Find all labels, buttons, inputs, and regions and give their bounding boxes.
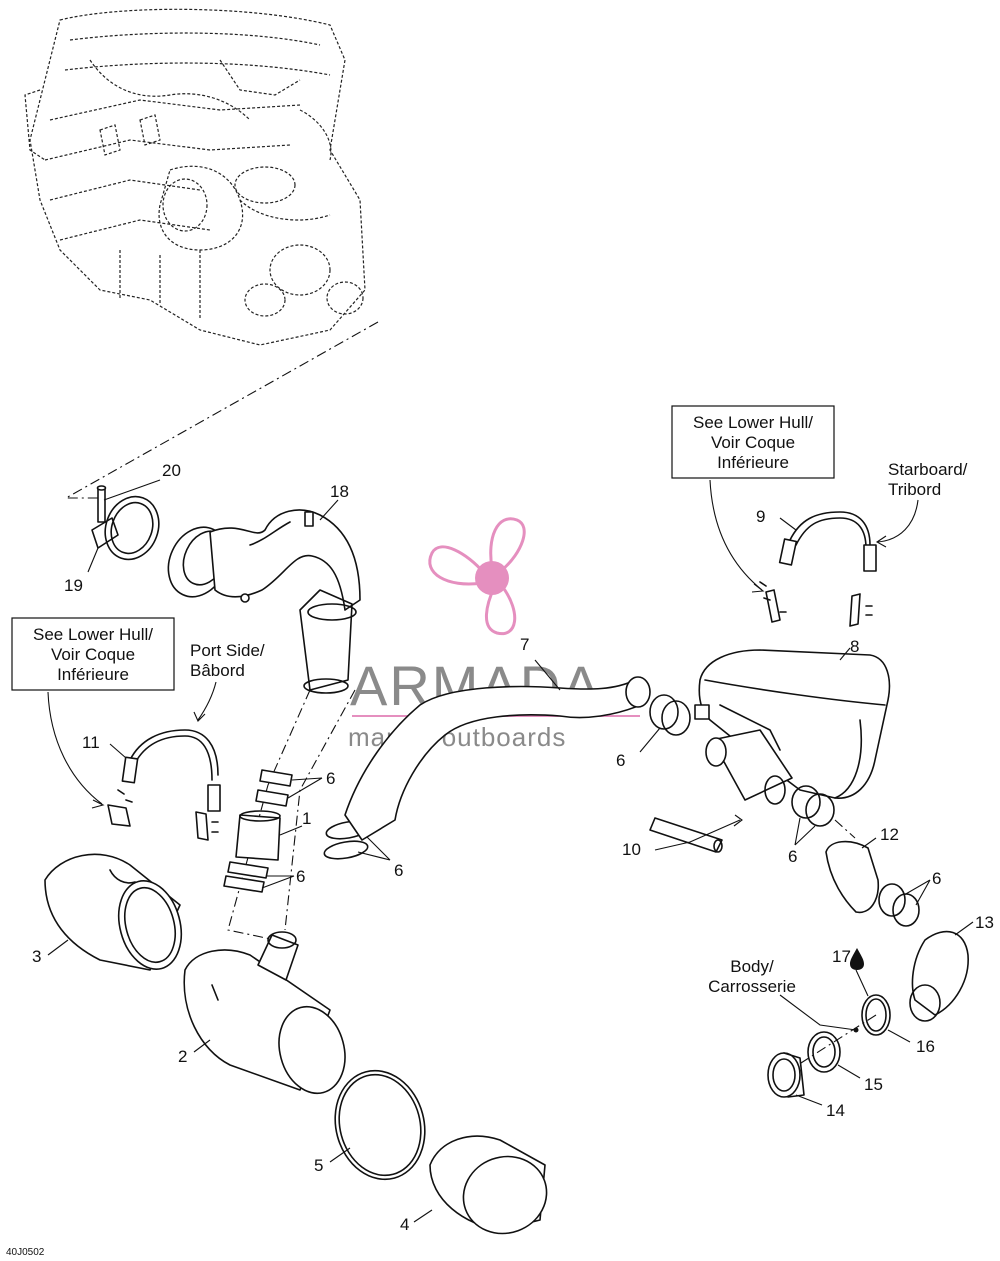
part-11-strap: 11	[82, 729, 221, 812]
callout-12: 12	[880, 825, 899, 844]
callout-6c: 6	[394, 861, 403, 880]
part-8-water-box: 8	[694, 637, 891, 799]
callout-9: 9	[756, 507, 765, 526]
part-17-sealant: 17	[832, 947, 869, 997]
part-16-ring: 16	[861, 994, 935, 1056]
callout-19: 19	[64, 576, 83, 595]
callout-6f: 6	[932, 869, 941, 888]
part-3-cover: 3	[32, 853, 183, 971]
part-18-exhaust-pipe: 18	[167, 482, 361, 694]
svg-text:Bâbord: Bâbord	[190, 661, 245, 680]
callout-4: 4	[400, 1215, 409, 1234]
axis-line-right	[284, 689, 356, 931]
svg-text:Voir Coque: Voir Coque	[711, 433, 795, 452]
callout-18: 18	[330, 482, 349, 501]
part-4-end-cap: 4	[400, 1135, 548, 1235]
engine-illustration	[24, 8, 366, 346]
part-6-clamps-upper: 6	[255, 769, 335, 807]
svg-text:Starboard/: Starboard/	[888, 460, 968, 479]
svg-text:Body/: Body/	[730, 957, 774, 976]
callout-11: 11	[82, 733, 100, 752]
callout-7: 7	[520, 635, 529, 654]
callout-2: 2	[178, 1047, 187, 1066]
label-body: Body/ Carrosserie	[708, 957, 859, 1033]
note-lower-hull-left: See Lower Hull/ Voir Coque Inférieure	[11, 617, 175, 809]
label-port-side: Port Side/ Bâbord	[190, 641, 265, 722]
svg-text:Tribord: Tribord	[888, 480, 941, 499]
part-12-elbow: 12	[825, 819, 899, 914]
part-5-band-clamp: 5	[314, 1069, 426, 1181]
diagram-code: 40J0502	[6, 1247, 45, 1258]
engine-reference-line	[63, 321, 379, 499]
callout-6e: 6	[788, 847, 797, 866]
svg-text:Inférieure: Inférieure	[57, 665, 129, 684]
callout-1: 1	[302, 809, 311, 828]
part-7-bent-pipe: 7	[344, 635, 651, 841]
note-lower-hull-right: See Lower Hull/ Voir Coque Inférieure	[671, 405, 835, 593]
propeller-logo-icon	[428, 517, 526, 636]
part-10-hose: 10	[622, 814, 743, 859]
part-1-coupler: 1	[235, 809, 311, 861]
svg-text:See Lower Hull/: See Lower Hull/	[693, 413, 813, 432]
svg-text:Carrosserie: Carrosserie	[708, 977, 796, 996]
svg-text:Port Side/: Port Side/	[190, 641, 265, 660]
part-2-muffler: 2	[178, 931, 346, 1095]
svg-text:Inférieure: Inférieure	[717, 453, 789, 472]
part-14-outlet-nut: 14	[767, 1052, 845, 1120]
callout-3: 3	[32, 947, 41, 966]
svg-text:Voir Coque: Voir Coque	[51, 645, 135, 664]
callout-14: 14	[826, 1101, 845, 1120]
callout-8: 8	[850, 637, 859, 656]
part-13-outlet-elbow: 13	[909, 913, 994, 1022]
callout-20: 20	[162, 461, 181, 480]
part-20-bolt: 20	[96, 461, 181, 523]
part-6-clamps-lower: 6	[223, 861, 305, 893]
callout-5: 5	[314, 1156, 323, 1175]
callout-6d: 6	[616, 751, 625, 770]
part-6-clamps-elbow: 6	[878, 869, 941, 927]
port-brackets	[107, 789, 219, 841]
label-starboard: Starboard/ Tribord	[875, 460, 968, 548]
callout-13: 13	[975, 913, 994, 932]
callout-6b: 6	[296, 867, 305, 886]
callout-15: 15	[864, 1075, 883, 1094]
part-15-ring: 15	[789, 1014, 883, 1094]
callout-10: 10	[622, 840, 641, 859]
callout-17: 17	[832, 947, 851, 966]
part-19-clamp: 19	[64, 495, 160, 595]
callout-16: 16	[916, 1037, 935, 1056]
axis-line-left	[227, 689, 311, 943]
starboard-brackets	[759, 581, 873, 627]
part-9-strap: 9	[756, 507, 877, 572]
muffler-outlet	[705, 729, 793, 805]
part-6-clamps-right: 6	[616, 694, 691, 770]
callout-6a: 6	[326, 769, 335, 788]
svg-text:See Lower Hull/: See Lower Hull/	[33, 625, 153, 644]
sealant-drop-icon	[850, 948, 864, 970]
part-6-clamps-outlet: 6	[788, 785, 835, 866]
